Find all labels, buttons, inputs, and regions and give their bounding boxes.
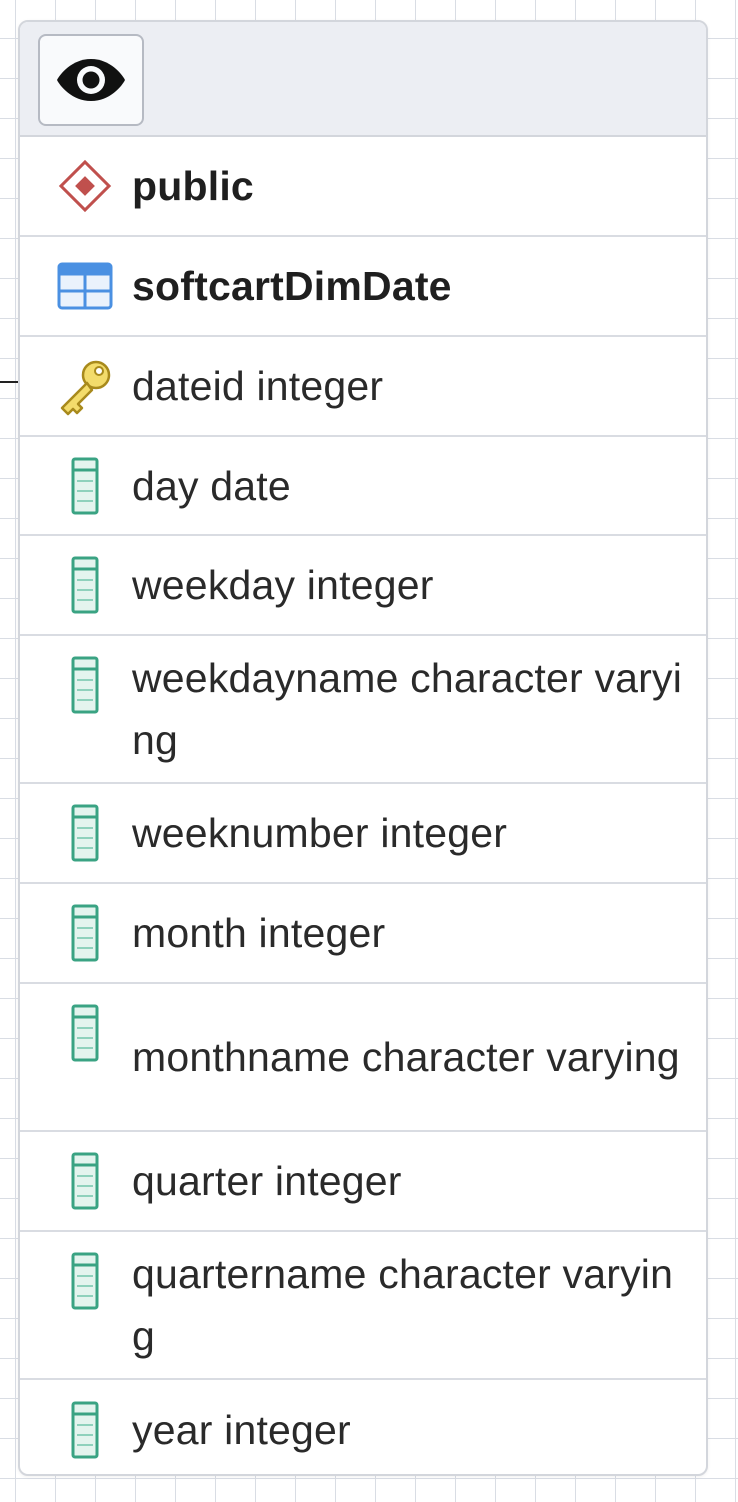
column-label: dateid integer (132, 363, 384, 409)
column-label: weeknumber integer (132, 810, 508, 856)
schema-diamond-icon (54, 155, 116, 217)
column-row[interactable]: weeknumber integer (20, 784, 706, 884)
column-label: weekday integer (132, 562, 434, 608)
eye-icon (57, 59, 125, 101)
column-label: quartername character varying (132, 1251, 674, 1359)
column-icon (54, 1004, 116, 1062)
primary-key-icon (54, 355, 116, 417)
table-node[interactable]: public softcartDimDate dateid integer d (18, 20, 708, 1476)
schema-row[interactable]: public (20, 137, 706, 237)
table-name: softcartDimDate (132, 263, 452, 309)
column-row[interactable]: weekday integer (20, 536, 706, 636)
column-icon (54, 457, 116, 515)
schema-name: public (132, 163, 254, 209)
column-row[interactable]: weekdayname character varying (20, 636, 706, 784)
column-row[interactable]: quarter integer (20, 1132, 706, 1232)
column-row[interactable]: year integer (20, 1380, 706, 1474)
column-row[interactable]: month integer (20, 884, 706, 984)
column-label: day date (132, 462, 291, 509)
table-name-row[interactable]: softcartDimDate (20, 237, 706, 337)
table-icon (54, 262, 116, 310)
column-icon (54, 904, 116, 962)
column-icon (54, 804, 116, 862)
column-row[interactable]: monthname character varying (20, 984, 706, 1132)
column-label: monthname character varying (132, 1034, 680, 1080)
relationship-edge (0, 381, 18, 383)
column-icon (54, 556, 116, 614)
column-icon (54, 1401, 116, 1459)
column-row[interactable]: dateid integer (20, 337, 706, 437)
column-label: quarter integer (132, 1158, 402, 1204)
column-icon (54, 1152, 116, 1210)
column-label: weekdayname character varying (132, 655, 683, 763)
column-icon (54, 656, 116, 714)
column-label: month integer (132, 910, 386, 956)
column-label: year integer (132, 1407, 351, 1453)
column-icon (54, 1252, 116, 1310)
column-row[interactable]: quartername character varying (20, 1232, 706, 1380)
view-data-button[interactable] (38, 34, 144, 126)
node-header (20, 22, 706, 137)
column-row[interactable]: day date (20, 437, 706, 536)
